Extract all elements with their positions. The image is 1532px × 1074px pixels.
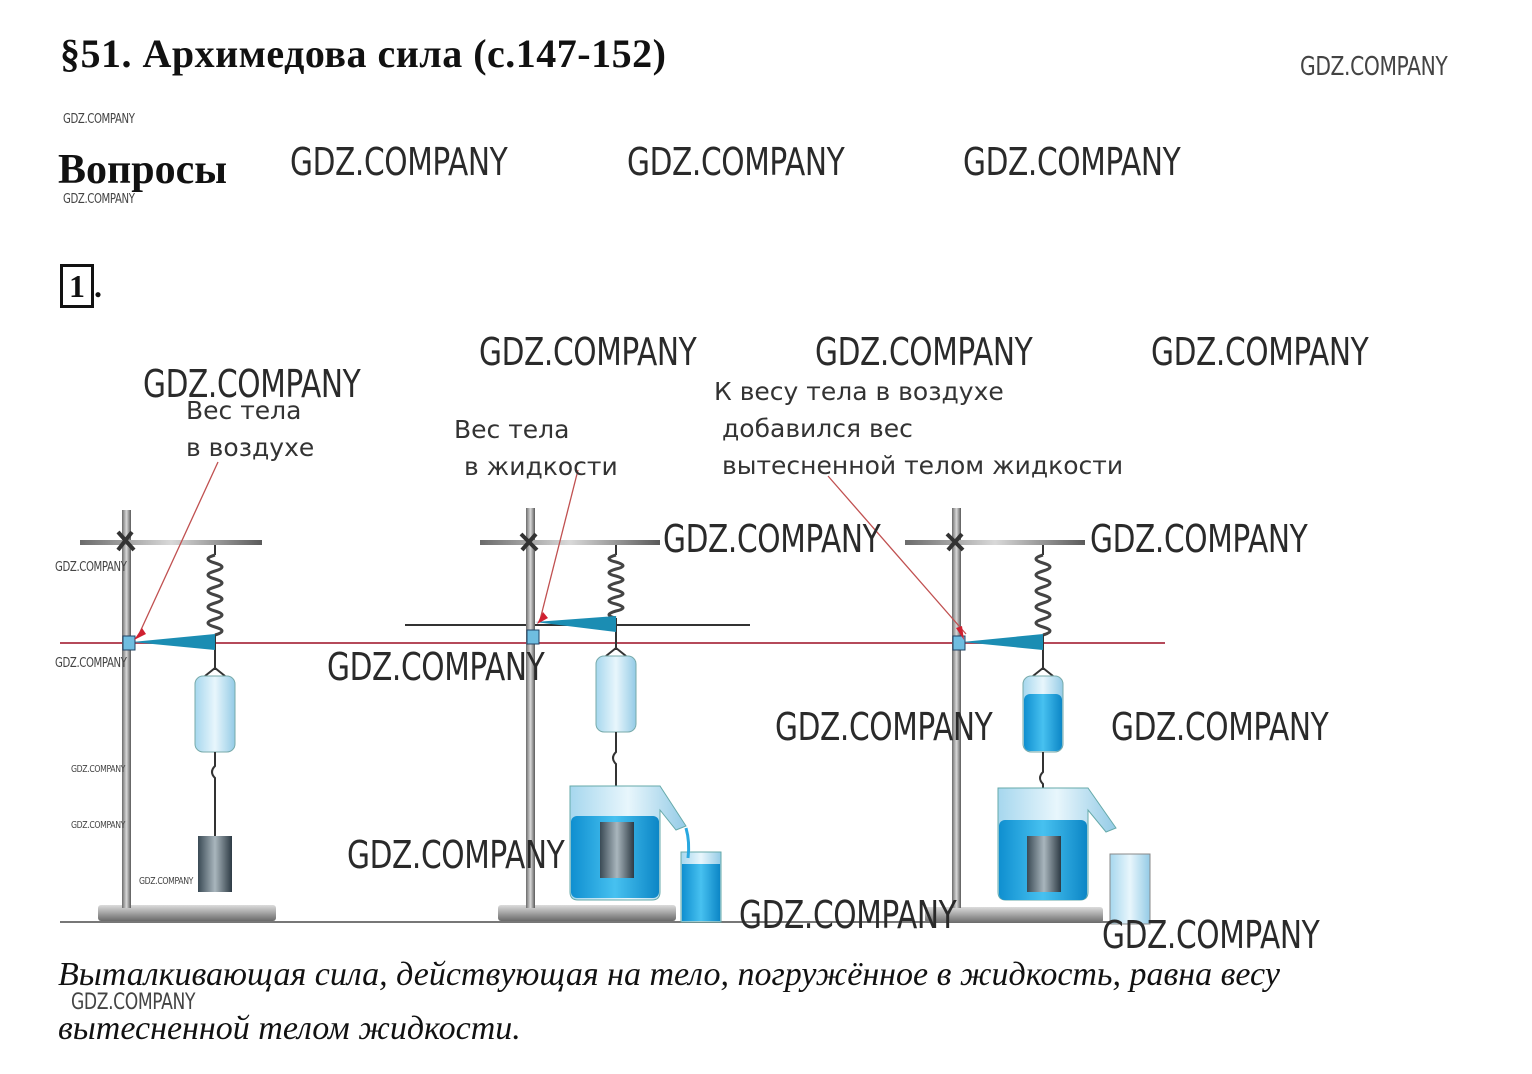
watermark: GDZ.COMPANY	[963, 140, 1181, 184]
watermark: GDZ.COMPANY	[1111, 705, 1329, 749]
watermark: GDZ.COMPANY	[1102, 913, 1320, 957]
watermark: GDZ.COMPANY	[290, 140, 508, 184]
watermark: GDZ.COMPANY	[775, 705, 993, 749]
watermark: GDZ.COMPANY	[143, 362, 361, 406]
label-air-line2: в воздухе	[186, 433, 315, 462]
watermark: GDZ.COMPANY	[347, 833, 565, 877]
watermark: GDZ.COMPANY	[479, 330, 697, 374]
watermark: GDZ.COMPANY	[55, 656, 127, 671]
watermark: GDZ.COMPANY	[63, 192, 135, 207]
label-added-line2: добавился вес	[722, 414, 913, 443]
watermark: GDZ.COMPANY	[739, 893, 957, 937]
label-air-line1: Вес тела	[186, 396, 302, 425]
watermark: GDZ.COMPANY	[1151, 330, 1369, 374]
watermark: GDZ.COMPANY	[71, 764, 126, 775]
label-liquid: Вес тела в жидкости	[454, 411, 618, 485]
label-liquid-line1: Вес тела	[454, 415, 570, 444]
setup-air	[80, 461, 276, 921]
watermark: GDZ.COMPANY	[63, 112, 135, 127]
question-number: 1.	[60, 264, 102, 308]
label-added: К весу тела в воздухе добавился вес выте…	[714, 373, 1123, 484]
watermark: GDZ.COMPANY	[815, 330, 1033, 374]
watermark: GDZ.COMPANY	[71, 990, 196, 1015]
answer-text: Выталкивающая сила, действующая на тело,…	[58, 956, 1280, 1047]
question-number-suffix: .	[94, 268, 102, 304]
setup-liquid	[480, 469, 722, 923]
section-heading: Вопросы	[58, 147, 228, 193]
page-title: §51. Архимедова сила (с.147-152)	[60, 31, 667, 76]
watermark: GDZ.COMPANY	[1300, 52, 1448, 82]
label-added-line3: вытесненной телом жидкости	[722, 451, 1124, 480]
setup-added	[827, 475, 1151, 925]
watermark: GDZ.COMPANY	[139, 876, 194, 887]
watermark: GDZ.COMPANY	[1090, 517, 1308, 561]
label-air: Вес тела в воздухе	[186, 392, 314, 466]
watermark: GDZ.COMPANY	[71, 820, 126, 831]
watermark: GDZ.COMPANY	[55, 560, 127, 575]
watermark: GDZ.COMPANY	[327, 645, 545, 689]
watermark: GDZ.COMPANY	[663, 517, 881, 561]
label-liquid-line2: в жидкости	[464, 452, 618, 481]
question-number-box: 1	[60, 264, 94, 308]
watermark: GDZ.COMPANY	[627, 140, 845, 184]
label-added-line1: К весу тела в воздухе	[714, 377, 1004, 406]
